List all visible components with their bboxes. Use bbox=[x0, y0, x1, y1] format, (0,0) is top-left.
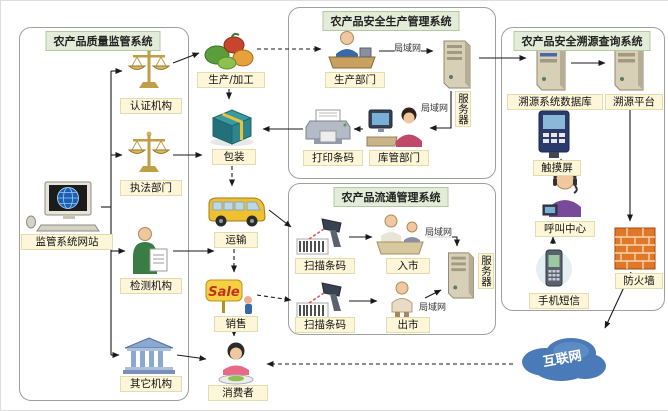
firewall-brick-icon bbox=[613, 225, 657, 271]
test-label: 检测机构 bbox=[120, 278, 182, 294]
warehouse-dept-person-icon bbox=[365, 105, 423, 147]
group-circulation-title: 农产品流通管理系统 bbox=[333, 187, 449, 207]
sale-sign-icon: Sale bbox=[203, 277, 255, 315]
website-label: 监管系统网站 bbox=[21, 234, 113, 250]
group-supervision-title: 农产品质量监管系统 bbox=[45, 31, 161, 51]
other-building-icon bbox=[123, 337, 175, 375]
server1-label: 服务器 bbox=[455, 91, 471, 127]
transport-bus-icon bbox=[207, 191, 267, 229]
firewall-label: 防火墙 bbox=[615, 273, 663, 289]
website-computer-icon bbox=[25, 181, 103, 233]
touch-screen-label: 触摸屏 bbox=[533, 160, 581, 176]
sms-label: 手机短信 bbox=[529, 293, 589, 309]
group-production-box bbox=[288, 7, 496, 179]
scan-barcode-1-icon bbox=[295, 215, 347, 257]
server2-icon bbox=[445, 249, 477, 299]
cert-label: 认证机构 bbox=[120, 98, 182, 114]
group-circulation-box bbox=[288, 183, 496, 335]
produce-label: 生产/加工 bbox=[197, 72, 265, 88]
other-label: 其它机构 bbox=[120, 376, 182, 392]
lan-label-4: 局域网 bbox=[419, 300, 447, 313]
group-production-title: 农产品安全生产管理系统 bbox=[322, 11, 460, 31]
print-barcode-printer-icon bbox=[305, 109, 351, 147]
scan-barcode-2-label: 扫描条码 bbox=[295, 317, 355, 333]
group-traceability-box bbox=[501, 27, 665, 311]
exit-market-icon bbox=[381, 281, 423, 321]
group-supervision-box bbox=[19, 27, 189, 401]
lan-label-2: 局域网 bbox=[421, 101, 449, 114]
warehouse-dept-label: 库管部门 bbox=[369, 150, 429, 166]
consumer-person-icon bbox=[213, 341, 259, 385]
trace-db-label: 溯源系统数据库 bbox=[507, 94, 603, 110]
production-dept-label: 生产部门 bbox=[325, 72, 385, 88]
touch-screen-kiosk-icon bbox=[535, 109, 573, 159]
cert-scales-icon bbox=[127, 45, 171, 93]
transport-label: 运输 bbox=[214, 232, 258, 248]
sale-label: 销售 bbox=[214, 316, 258, 332]
call-center-label: 呼叫中心 bbox=[535, 221, 595, 237]
group-traceability-title: 农产品安全溯源查询系统 bbox=[513, 31, 651, 51]
print-barcode-label: 打印条码 bbox=[303, 150, 363, 166]
trace-platform-label: 溯源平台 bbox=[605, 94, 663, 110]
consumer-label: 消费者 bbox=[208, 385, 268, 401]
law-label: 执法部门 bbox=[120, 180, 182, 196]
produce-vegetables-icon bbox=[203, 31, 255, 71]
package-box-icon bbox=[207, 103, 257, 147]
scan-barcode-2-icon bbox=[295, 279, 347, 321]
server1-icon bbox=[441, 37, 473, 89]
law-scales-icon bbox=[127, 129, 171, 177]
server2-label: 服务器 bbox=[478, 253, 494, 289]
sale-sign-text: Sale bbox=[208, 285, 240, 300]
internet-cloud-icon bbox=[515, 331, 609, 385]
enter-market-icon bbox=[375, 213, 425, 255]
enter-market-label: 入市 bbox=[386, 258, 430, 274]
sms-phone-icon bbox=[535, 245, 573, 293]
production-dept-person-icon bbox=[327, 29, 377, 69]
scan-barcode-1-label: 扫描条码 bbox=[295, 258, 355, 274]
test-person-icon bbox=[129, 225, 171, 275]
lan-label-3: 局域网 bbox=[425, 225, 453, 238]
lan-label-1: 局域网 bbox=[394, 41, 422, 54]
exit-market-label: 出市 bbox=[386, 317, 430, 333]
package-label: 包装 bbox=[212, 149, 256, 165]
